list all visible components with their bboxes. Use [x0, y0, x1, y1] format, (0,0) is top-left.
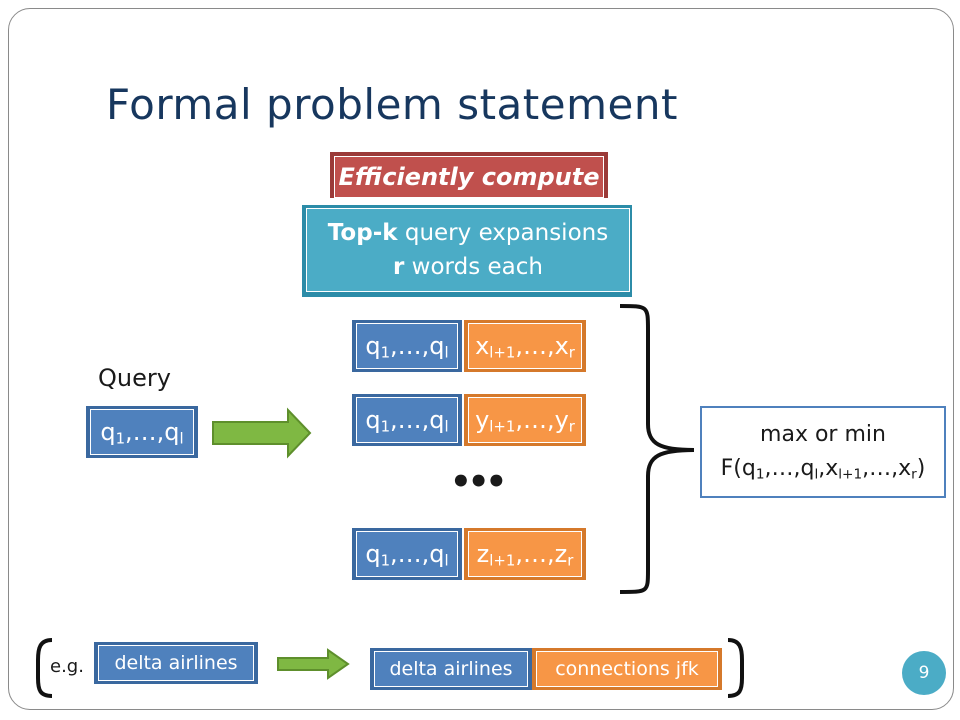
e2-sm: ,…,y [515, 406, 569, 434]
expansion-2-suffix-text: yl+1,…,yr [475, 406, 575, 434]
e3-sm: ,…,z [515, 540, 568, 568]
expansion-1-suffix-text: xl+1,…,xr [475, 332, 575, 360]
words-line: r words each [393, 250, 543, 284]
e3-ss: l+1 [489, 551, 516, 570]
ellipsis: ••• [450, 462, 507, 502]
topk-line: Top-k query expansions [328, 216, 608, 250]
topk-rest: query expansions [397, 220, 609, 246]
example-query-box: delta airlines [98, 645, 254, 681]
expansion-1-prefix-text: q1,…,ql [365, 332, 448, 360]
expansion-1-suffix: xl+1,…,xr [468, 323, 582, 369]
r-t2: ,x [818, 456, 839, 481]
page-number: 9 [918, 663, 930, 683]
topk-bold: Top-k [327, 220, 398, 246]
e1-p: q [365, 332, 381, 360]
expansion-1-prefix: q1,…,ql [356, 323, 458, 369]
e2-ps: 1 [380, 417, 391, 436]
words-rest: words each [404, 254, 543, 280]
e3-sv: z [476, 540, 490, 568]
r-f: F(q [720, 456, 756, 481]
e1-ps: 1 [380, 343, 391, 362]
e1-pl: l [444, 343, 449, 362]
result-box: max or min F(q1,…,ql,xl+1,…,xr) [700, 406, 946, 498]
example-suffix-box: connections jfk [536, 651, 718, 687]
main-arrow [212, 407, 312, 459]
expansion-3-prefix-text: q1,…,ql [365, 540, 448, 568]
efficiently-compute-text: Efficiently compute [338, 163, 600, 191]
e2-sv: y [475, 406, 490, 434]
efficiently-compute-box: Efficiently compute [334, 156, 604, 198]
e3-pl: l [444, 551, 449, 570]
query-mid: ,…,q [125, 418, 180, 446]
e1-sv: x [475, 332, 490, 360]
e1-sm: ,…,x [515, 332, 569, 360]
result-line1: max or min [760, 422, 886, 447]
e3-p: q [365, 540, 381, 568]
r-t4: ) [916, 456, 926, 481]
expansion-2-suffix: yl+1,…,yr [468, 397, 582, 443]
e2-pm: ,…,q [390, 406, 445, 434]
example-query-text: delta airlines [114, 652, 238, 674]
e1-ss: l+1 [489, 343, 516, 362]
e3-ps: 1 [380, 551, 391, 570]
expansion-3-suffix-text: zl+1,…,zr [477, 540, 574, 568]
page-number-badge: 9 [902, 651, 946, 695]
query-label: Query [98, 364, 171, 392]
e3-sr: r [567, 551, 574, 570]
example-left-bracket [36, 638, 53, 698]
query-subl: l [179, 429, 184, 448]
r-t1: ,…,q [764, 456, 815, 481]
e1-pm: ,…,q [390, 332, 445, 360]
expansion-2-prefix: q1,…,ql [356, 397, 458, 443]
e2-ss: l+1 [489, 417, 516, 436]
example-right-bracket [727, 638, 744, 698]
example-prefix-box: delta airlines [374, 651, 528, 687]
e2-pl: l [444, 417, 449, 436]
example-prefix-text: delta airlines [389, 658, 513, 680]
r-t3: ,…,x [862, 456, 912, 481]
topk-box: Top-k query expansions r words each [306, 208, 630, 292]
expansion-2-prefix-text: q1,…,ql [365, 406, 448, 434]
r-s1: 1 [755, 466, 765, 483]
r-s3: l+1 [838, 466, 863, 483]
result-line2: F(q1,…,ql,xl+1,…,xr) [702, 452, 944, 486]
r-s2: l [814, 466, 819, 483]
e2-sr: r [568, 417, 575, 436]
query-sub1: 1 [115, 429, 126, 448]
r-s4: r [911, 466, 917, 483]
query-q: q [100, 418, 116, 446]
words-bold: r [393, 254, 405, 280]
example-arrow [277, 648, 350, 680]
expansion-3-suffix: zl+1,…,zr [468, 531, 582, 577]
example-label: e.g. [50, 656, 84, 677]
right-brace [619, 304, 695, 594]
slide-title: Formal problem statement [106, 80, 678, 129]
example-suffix-text: connections jfk [555, 658, 699, 680]
query-box: q1,…,ql [90, 409, 194, 455]
e1-sr: r [568, 343, 575, 362]
query-text: q1,…,ql [100, 418, 183, 446]
e3-pm: ,…,q [390, 540, 445, 568]
expansion-3-prefix: q1,…,ql [356, 531, 458, 577]
e2-p: q [365, 406, 381, 434]
